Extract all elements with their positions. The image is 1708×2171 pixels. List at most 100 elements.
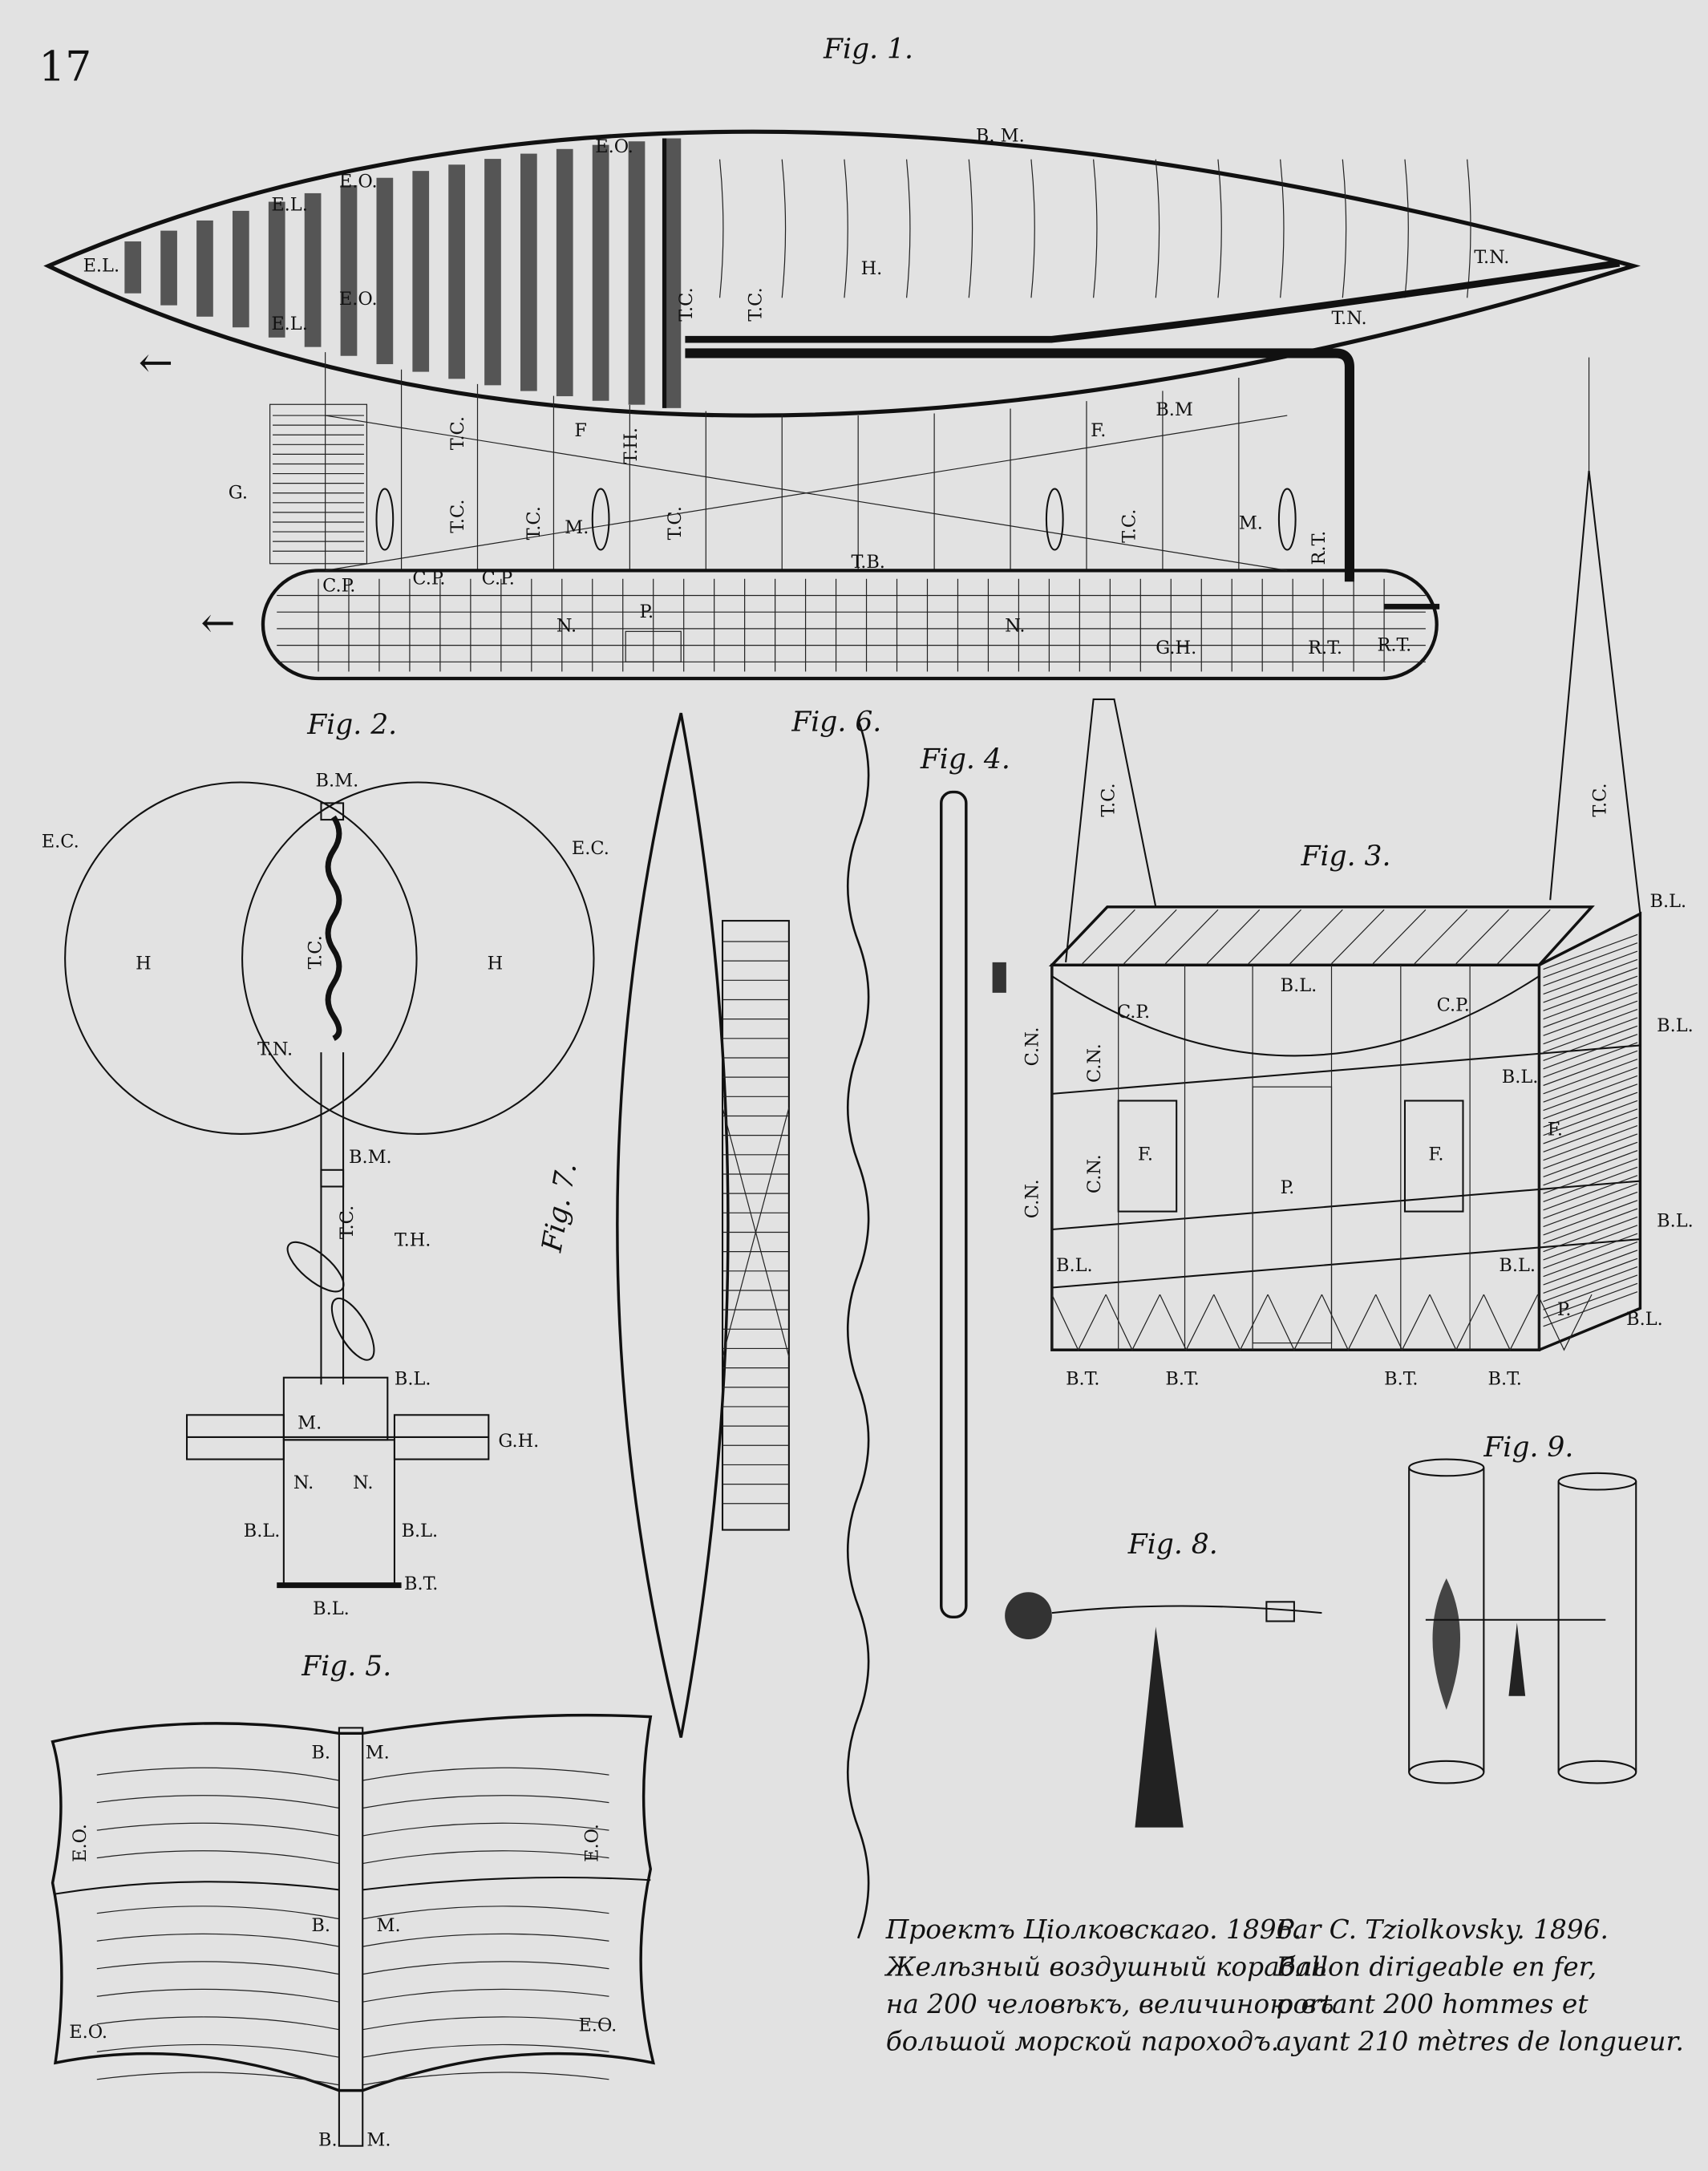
- fig2-label: B.T.: [404, 1574, 438, 1594]
- gondola-grid: [277, 578, 1426, 672]
- fig1-label: G.: [229, 483, 248, 504]
- caption-ru-line: большой морской пароходъ.: [886, 2027, 1280, 2057]
- fig1-label: E.O.: [595, 136, 633, 157]
- caption-russian: Проектъ Ціолковскаго. 1896. Желѣзный воз…: [884, 1914, 1334, 2057]
- platform-p: [625, 630, 682, 662]
- caption-french: Par C. Tziolkovsky. 1896. Ballon dirigea…: [1275, 1914, 1684, 2057]
- page-number: 17: [38, 43, 91, 91]
- fig5-label: M.: [366, 2130, 391, 2151]
- fig1-label: T.N.: [1332, 308, 1367, 329]
- fig2-label: B.M.: [349, 1147, 392, 1168]
- fig2-label: T.C.: [337, 1205, 358, 1239]
- fig2-label: N.: [293, 1472, 314, 1493]
- fig3-label: C.N.: [1084, 1043, 1105, 1083]
- fig1-label: T.C.: [447, 416, 468, 450]
- fig1-label: T.N.: [1474, 247, 1509, 268]
- fig8-balance: Fig. 8.: [1005, 1529, 1322, 1828]
- fig1-label: G.H.: [1156, 638, 1196, 658]
- fig3-gondola-section: Fig. 3. T.C. T.C. B.L. B.L. B.L. B.L. B.L. B.L.…: [1022, 470, 1694, 1389]
- fig1-label: B.M: [1156, 399, 1193, 420]
- fig1-label: F.: [1091, 420, 1106, 441]
- fig2-label: T.H.: [395, 1230, 431, 1251]
- fig3-label: B.L.: [1502, 1067, 1539, 1088]
- fig5-envelope-seam: Fig. 5. E.O.E.O.E.O.E.O.B.M.B.M.B.M.: [51, 1651, 656, 2151]
- caption-ru-line: Желѣзный воздушный корабль: [884, 1951, 1327, 1982]
- caption-fr-line: ayant 210 mètres de longueur.: [1276, 2027, 1684, 2057]
- fig1-label: R.T.: [1308, 638, 1342, 658]
- fig2-label: H: [136, 954, 152, 974]
- fig2-label: B.L.: [395, 1368, 431, 1389]
- fig5-label: B.: [311, 1915, 330, 1936]
- fig1-label: P.: [639, 601, 654, 622]
- fig1-label: E.L.: [271, 195, 308, 216]
- fig2-label: B.L.: [244, 1521, 281, 1541]
- fig9-cylinders: Fig. 9.: [1408, 1432, 1637, 1784]
- fig2-label: E.C.: [42, 832, 79, 853]
- fig1-label: R.T.: [1377, 635, 1411, 656]
- fig5-label: M.: [366, 1742, 390, 1763]
- fig1-label: C.P.: [482, 569, 515, 589]
- fig1-label: T.C.: [745, 287, 766, 321]
- fig2-title: Fig. 2.: [306, 709, 397, 741]
- fig1-label: T.C.: [665, 506, 686, 540]
- fig3-label: C.N.: [1022, 1027, 1043, 1067]
- fig1-label: E.O.: [339, 171, 378, 192]
- fig3-label: P.: [1281, 1177, 1295, 1198]
- fig3-label: F.: [1548, 1120, 1563, 1140]
- fig2-label: B.M.: [316, 771, 359, 792]
- fig5-label: E.O.: [69, 2022, 107, 2043]
- fig1-airship-side-view: Fig. 1. B. M.E.L.E.L.E.L.E.O.E.O.H.T.C.T…: [43, 34, 1641, 681]
- hull-envelope: [43, 129, 1641, 418]
- caption-fr-line: portant 200 hommes et: [1276, 1989, 1589, 2019]
- fig1-label: R.T.: [1309, 531, 1330, 565]
- fig2-label: N.: [353, 1472, 373, 1493]
- fig1-label: T.C.: [1119, 509, 1139, 543]
- fig6-fig7: Fig. 6. Fig. 7.: [536, 707, 881, 1939]
- fig2-label: T.N.: [257, 1039, 293, 1060]
- fig3-label: P.: [1557, 1299, 1572, 1320]
- fig3-label: C.P.: [1437, 994, 1470, 1015]
- fig1-label: T.C.: [676, 287, 697, 321]
- gondola: [261, 569, 1439, 681]
- suspension-cables: [325, 159, 1471, 571]
- fig1-label: T.C.: [447, 500, 468, 533]
- fig1-label: N.: [1005, 615, 1025, 636]
- fig3-title: Fig. 3.: [1301, 840, 1391, 873]
- fig1-label: M.: [1239, 513, 1263, 534]
- fig9-title: Fig. 9.: [1483, 1432, 1573, 1464]
- fig2-label: B.L.: [313, 1598, 350, 1619]
- fig3-label: B.L.: [1650, 891, 1687, 912]
- fig3-label: T.C.: [1589, 783, 1610, 816]
- propeller-icon: [1045, 488, 1064, 551]
- fig3-label: B.L.: [1657, 1211, 1694, 1232]
- fig3-label: B.T.: [1488, 1368, 1522, 1389]
- fig2-label: H: [488, 954, 504, 974]
- hull-ribs: [124, 138, 682, 408]
- fig7-title: Fig. 7.: [536, 1160, 583, 1255]
- fig5-label: E.O.: [70, 1824, 91, 1862]
- gas-pipe: [685, 348, 1354, 582]
- fig3-label: B.L.: [1657, 1015, 1694, 1036]
- fig3-label: C.N.: [1084, 1154, 1105, 1193]
- fig4-title: Fig. 4.: [920, 743, 1010, 776]
- fig3-label: B.L.: [1499, 1255, 1536, 1276]
- passage-p: [1252, 1086, 1333, 1344]
- fig1-label: C.P.: [412, 569, 445, 589]
- fig3-label: B.L.: [1056, 1255, 1093, 1276]
- fig1-label: F: [574, 420, 587, 441]
- fig3-label: B.T.: [1165, 1368, 1199, 1389]
- fig1-label: N.: [557, 615, 577, 636]
- fig1-label: T.H.: [621, 427, 642, 464]
- fig5-title: Fig. 5.: [301, 1651, 391, 1683]
- caption-ru-line: на 200 человѣкъ, величиною въ: [886, 1989, 1334, 2019]
- caption-ru-line: Проектъ Ціолковскаго. 1896.: [885, 1914, 1301, 1945]
- fig1-title: Fig. 1.: [823, 34, 913, 66]
- fig3-label: F.: [1138, 1144, 1153, 1165]
- fig2-label: G.H.: [498, 1431, 539, 1452]
- fig2-label: B.L.: [402, 1521, 439, 1541]
- fig1-label: H.: [861, 258, 883, 279]
- tc-cable: [325, 815, 342, 1041]
- propeller-icon: [1277, 488, 1297, 551]
